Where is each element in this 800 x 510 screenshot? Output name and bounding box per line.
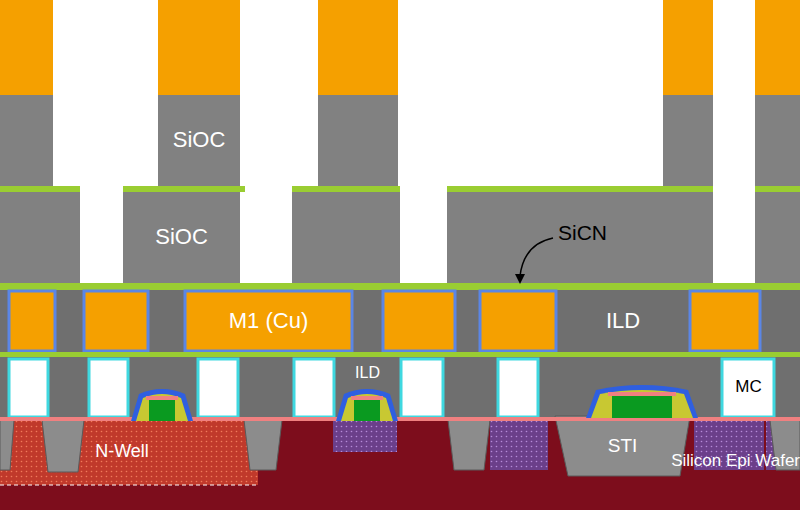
nwell-region: N-Well bbox=[0, 420, 244, 484]
node-text: M1 (Cu) bbox=[229, 309, 308, 333]
ild-region: ILD bbox=[556, 290, 690, 352]
sioc-block: SiOC bbox=[158, 95, 240, 185]
sti-trenches bbox=[0, 416, 800, 476]
m1-layer bbox=[0, 290, 800, 352]
gate-stacks bbox=[131, 385, 698, 421]
node-text: ILD bbox=[606, 309, 640, 333]
wafer-band: Silicon Epi Wafer N-Well STI bbox=[0, 420, 800, 510]
copper-line: M1 (Cu) bbox=[185, 290, 352, 352]
node-text: STI bbox=[608, 436, 638, 457]
second-siocs bbox=[0, 186, 800, 283]
layer-label: SiCN bbox=[558, 221, 607, 244]
ild-region: ILD bbox=[335, 357, 400, 389]
node-text: ILD bbox=[355, 364, 380, 382]
sioc-block: SiOC bbox=[123, 192, 240, 283]
sicn-leader bbox=[515, 238, 553, 284]
metal-contact: MC bbox=[722, 357, 775, 417]
node-text: N-Well bbox=[95, 442, 149, 462]
node-text: SiOC bbox=[155, 225, 208, 249]
sti-trench: STI bbox=[565, 418, 680, 474]
sicn-line bbox=[0, 352, 800, 357]
contact-layer bbox=[0, 357, 800, 419]
node-text: Silicon Epi Wafer bbox=[671, 452, 800, 471]
node-text: MC bbox=[735, 378, 761, 397]
node-text: SiOC bbox=[173, 128, 226, 152]
sicn-line bbox=[0, 283, 800, 290]
top-siocs bbox=[0, 0, 800, 187]
